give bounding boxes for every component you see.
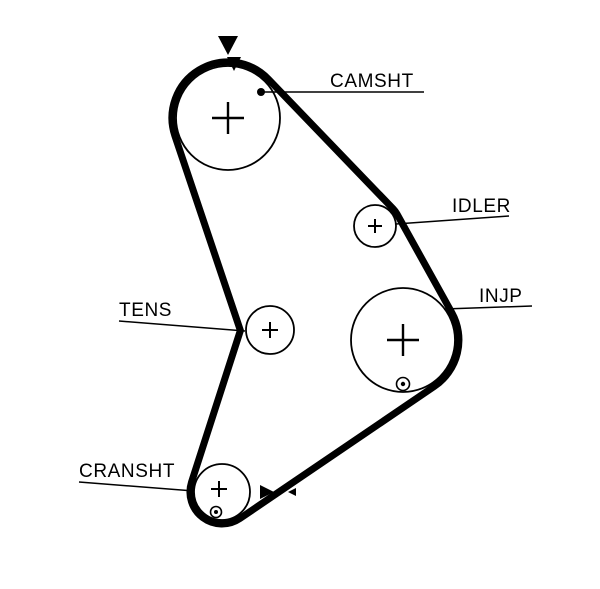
- injection-pump-label: INJP: [479, 286, 523, 307]
- crankshaft-label: CRANSHT: [79, 461, 175, 482]
- crankshaft-leader-line: [78, 481, 195, 492]
- grease-dot: [214, 510, 218, 514]
- timing-mark-arrow-large-icon: [218, 36, 238, 55]
- idler-cross-mark: [368, 219, 382, 233]
- crankshaft-alignment-arrow-right-icon: [260, 485, 274, 499]
- crankshaft-alignment-arrow-left-icon: [288, 488, 296, 496]
- camshaft-label: CAMSHT: [330, 71, 414, 92]
- camshaft-cross-mark: [212, 102, 244, 134]
- crankshaft-pulley-circle: [193, 463, 251, 521]
- tensioner-leader-line: [118, 320, 246, 332]
- injection-pump-grease-point-icon: [395, 376, 411, 392]
- timing-mark-arrow-small-icon: [227, 57, 241, 71]
- crankshaft-grease-point-icon: [209, 505, 223, 519]
- injection-pump-leader-line: [443, 305, 533, 310]
- tensioner-cross-mark: [262, 322, 278, 338]
- injection-pump-cross-mark: [387, 324, 419, 356]
- timing-belt-path: [168, 58, 463, 528]
- tensioner-label: TENS: [119, 300, 172, 321]
- idler-leader-line: [395, 215, 510, 225]
- crankshaft-cross-mark: [211, 481, 227, 497]
- idler-label: IDLER: [452, 196, 511, 217]
- grease-dot: [400, 381, 406, 387]
